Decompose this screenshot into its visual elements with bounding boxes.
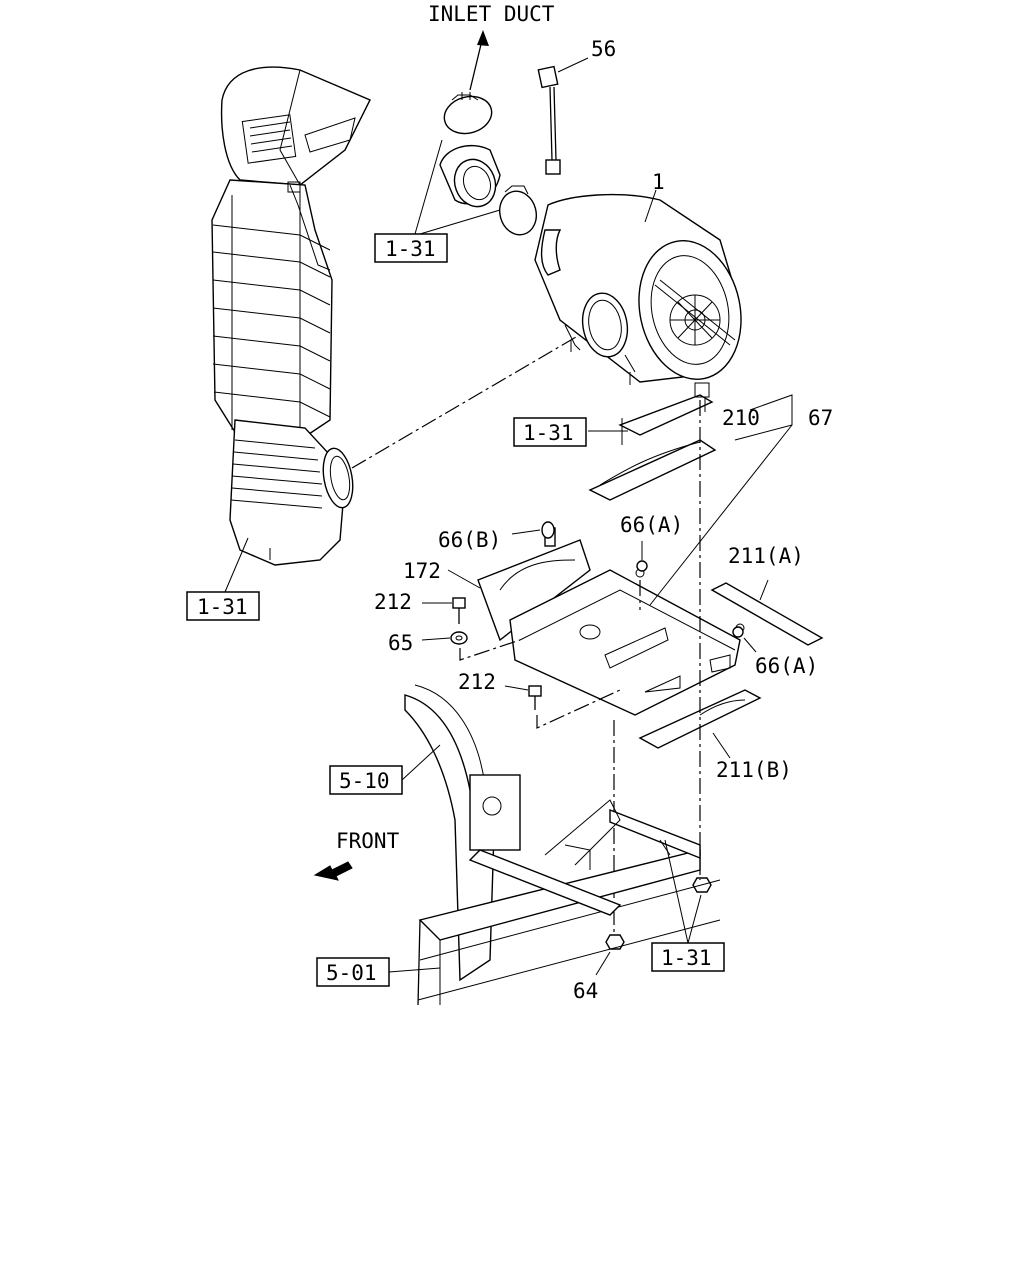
- label-211b: 211(B): [716, 758, 792, 782]
- label-1: 1: [652, 170, 665, 194]
- inlet-duct-callout: INLET DUCT: [428, 2, 555, 91]
- part-number-labels: 56 1 210 67 66(B) 66(A) 211(A) 172 212 6…: [374, 37, 833, 1003]
- label-66a-top: 66(A): [620, 513, 683, 537]
- snorkel-connection-line: [351, 329, 589, 469]
- label-67: 67: [808, 406, 833, 430]
- mounting-tray-172: [477, 527, 745, 716]
- label-56: 56: [591, 37, 616, 61]
- ref-box-5-10: 5-10: [339, 769, 390, 793]
- bracket-67: [734, 394, 793, 441]
- plate-211a: [710, 579, 824, 646]
- bracket-210: [588, 382, 717, 501]
- assembly-line-washer: [459, 639, 521, 661]
- label-210: 210: [722, 406, 760, 430]
- air-cleaner-1: [534, 189, 742, 385]
- air-intake-snorkel: [211, 66, 371, 566]
- front-arrow-icon: [313, 861, 353, 881]
- restriction-sensor-56: [537, 57, 589, 175]
- inlet-duct-label: INLET DUCT: [428, 2, 555, 26]
- ref-box-top: 1-31: [385, 237, 436, 261]
- label-172: 172: [403, 559, 441, 583]
- fasteners: [421, 521, 757, 976]
- ref-box-left: 1-31: [197, 595, 248, 619]
- ref-box-5-01: 5-01: [326, 961, 377, 985]
- label-66a-right: 66(A): [755, 654, 818, 678]
- front-direction-indicator: FRONT: [313, 829, 400, 881]
- hose-and-clamps: [439, 92, 537, 236]
- label-212-left: 212: [374, 590, 412, 614]
- label-65: 65: [388, 631, 413, 655]
- ref-box-bottom: 1-31: [661, 946, 712, 970]
- front-label: FRONT: [336, 829, 400, 853]
- chassis-frame: [404, 684, 721, 1006]
- reference-boxes: 1-31 1-31 1-31 5-10 1-31 5-01: [186, 139, 725, 987]
- label-64: 64: [573, 979, 598, 1003]
- label-66b: 66(B): [438, 528, 501, 552]
- label-212-mid: 212: [458, 670, 496, 694]
- label-211a: 211(A): [728, 544, 804, 568]
- assembly-line-bolt: [536, 689, 621, 729]
- ref-box-bracket: 1-31: [523, 421, 574, 445]
